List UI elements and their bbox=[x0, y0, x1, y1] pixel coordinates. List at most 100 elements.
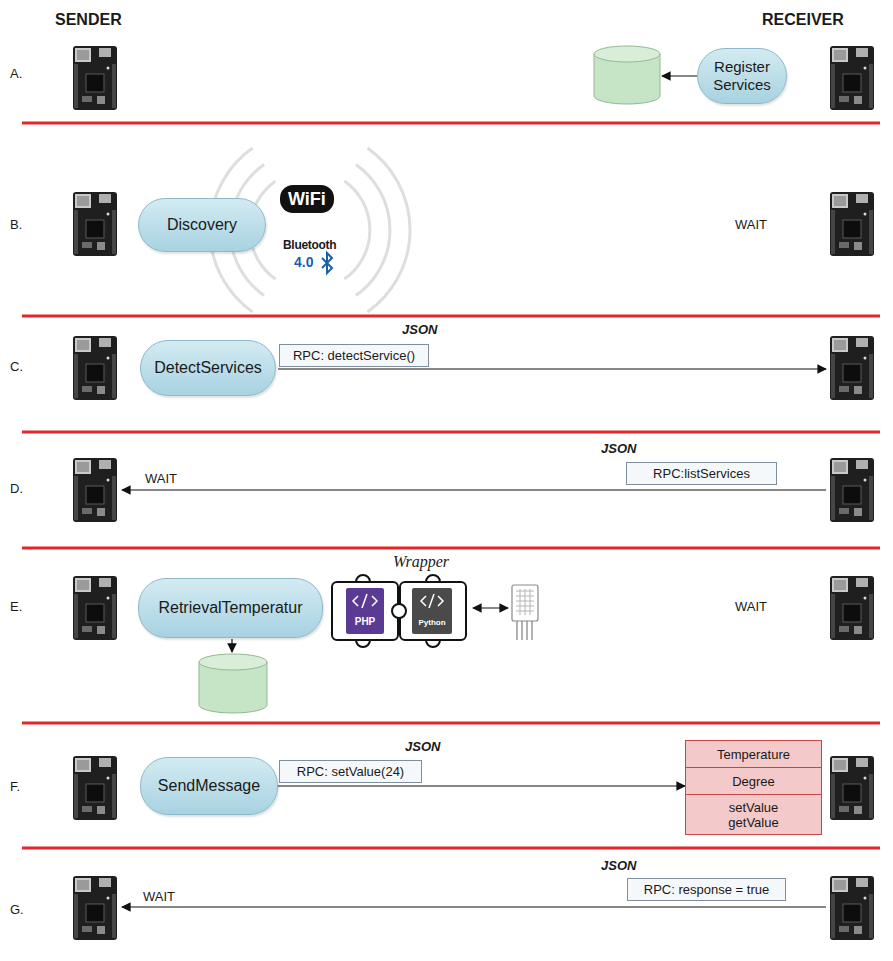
sensor-pin bbox=[526, 620, 528, 640]
board-icon bbox=[73, 756, 117, 820]
wave-arc bbox=[356, 165, 390, 296]
board-icon bbox=[73, 876, 117, 940]
node-text: RPC:listServices bbox=[653, 466, 750, 481]
table-cell: setValue getValue bbox=[686, 795, 821, 834]
message-arrow bbox=[122, 489, 826, 490]
row-letter: D. bbox=[10, 481, 23, 497]
bluetooth-version: 4.0 bbox=[294, 254, 313, 270]
separator-line bbox=[22, 122, 880, 125]
service-table: TemperatureDegree setValue getValue bbox=[685, 740, 822, 835]
cylinder-top bbox=[199, 654, 267, 670]
node-text: RPC: response = true bbox=[644, 882, 769, 897]
separator-line bbox=[22, 315, 880, 318]
board-icon bbox=[73, 192, 117, 256]
sensor-pin bbox=[531, 620, 533, 640]
bluetooth-rune bbox=[322, 253, 332, 273]
cell-text: Temperature bbox=[717, 747, 790, 762]
row-letter: G. bbox=[10, 902, 24, 918]
node-text: DetectServices bbox=[154, 359, 262, 377]
format-label: JSON bbox=[405, 739, 440, 755]
wrapper-label: Wrapper bbox=[393, 554, 449, 570]
language-name: Python bbox=[412, 615, 452, 631]
rpc-message-box: RPC: response = true bbox=[627, 878, 786, 901]
board-icon bbox=[830, 458, 874, 522]
separator-line bbox=[22, 431, 880, 434]
node-text: Register Services bbox=[706, 58, 778, 94]
column-heading: SENDER bbox=[55, 12, 122, 28]
process-bubble: Discovery bbox=[138, 198, 266, 252]
database-cylinder bbox=[594, 46, 660, 104]
rpc-message-box: RPC: setValue(24) bbox=[279, 760, 422, 783]
sensor-pin bbox=[516, 620, 518, 640]
bluetooth-logo: Bluetooth bbox=[283, 237, 336, 253]
process-bubble: Register Services bbox=[697, 48, 787, 104]
board-icon bbox=[73, 336, 117, 400]
puzzle-piece bbox=[332, 582, 398, 640]
board-icon bbox=[73, 46, 117, 110]
store-arrow bbox=[231, 639, 232, 652]
language-name: PHP bbox=[346, 614, 384, 630]
message-connector bbox=[278, 785, 685, 786]
format-label: JSON bbox=[402, 322, 437, 338]
node-text: RPC: detectService() bbox=[293, 348, 415, 363]
process-bubble: RetrievalTemperatur bbox=[138, 578, 323, 638]
message-arrows bbox=[122, 76, 826, 907]
node-text: RPC: setValue(24) bbox=[297, 764, 404, 779]
php-icon bbox=[346, 588, 384, 634]
wait-note: WAIT bbox=[735, 217, 767, 233]
database-cylinder bbox=[199, 654, 267, 713]
python-icon bbox=[412, 588, 452, 634]
board-icon bbox=[830, 192, 874, 256]
board-icon bbox=[830, 336, 874, 400]
row-letter: F. bbox=[10, 779, 20, 795]
wave-arc bbox=[367, 148, 410, 312]
row-separators bbox=[22, 123, 880, 848]
code-glyph bbox=[353, 594, 377, 608]
cell-text: Degree bbox=[732, 774, 775, 789]
puzzle-piece bbox=[400, 582, 466, 640]
cylinder-top bbox=[594, 46, 660, 62]
rpc-message-box: RPC: detectService() bbox=[279, 344, 429, 367]
row-letter: A. bbox=[10, 66, 22, 82]
table-cell: Degree bbox=[686, 768, 821, 795]
cell-text: setValue getValue bbox=[719, 800, 789, 830]
board-icon bbox=[73, 458, 117, 522]
format-label: JSON bbox=[601, 858, 636, 874]
separator-line bbox=[22, 722, 880, 725]
board-icons bbox=[73, 46, 874, 940]
rpc-message-box: RPC:listServices bbox=[626, 462, 777, 485]
node-text: Discovery bbox=[167, 216, 237, 234]
wave-arc bbox=[344, 181, 370, 279]
wait-note: WAIT bbox=[735, 599, 767, 615]
board-icon bbox=[830, 756, 874, 820]
message-arrow bbox=[122, 906, 826, 907]
board-icon bbox=[830, 876, 874, 940]
board-icon bbox=[830, 576, 874, 640]
row-letter: E. bbox=[10, 599, 22, 615]
table-cell: Temperature bbox=[686, 741, 821, 768]
process-bubble: SendMessage bbox=[140, 757, 278, 815]
temperature-sensor bbox=[512, 585, 538, 640]
wait-note: WAIT bbox=[143, 889, 175, 905]
sensor-body bbox=[512, 585, 538, 621]
wrapper-puzzle bbox=[332, 575, 466, 647]
wifi-logo: WiFi bbox=[280, 185, 334, 213]
message-arrow bbox=[278, 368, 826, 369]
column-heading: RECEIVER bbox=[762, 12, 844, 28]
process-bubble: DetectServices bbox=[140, 340, 276, 396]
board-icon bbox=[830, 46, 874, 110]
store-arrow bbox=[662, 75, 697, 76]
wait-note: WAIT bbox=[145, 471, 177, 487]
code-glyph bbox=[421, 594, 443, 608]
separator-line bbox=[22, 847, 880, 850]
board-icon bbox=[73, 576, 117, 640]
row-letter: C. bbox=[10, 359, 23, 375]
separator-line bbox=[22, 547, 880, 550]
sensor-pin bbox=[521, 620, 523, 640]
sensor-grid bbox=[516, 589, 534, 615]
format-label: JSON bbox=[601, 441, 636, 457]
node-text: SendMessage bbox=[158, 777, 260, 795]
sensor-arrow bbox=[473, 607, 508, 608]
row-letter: B. bbox=[10, 217, 22, 233]
